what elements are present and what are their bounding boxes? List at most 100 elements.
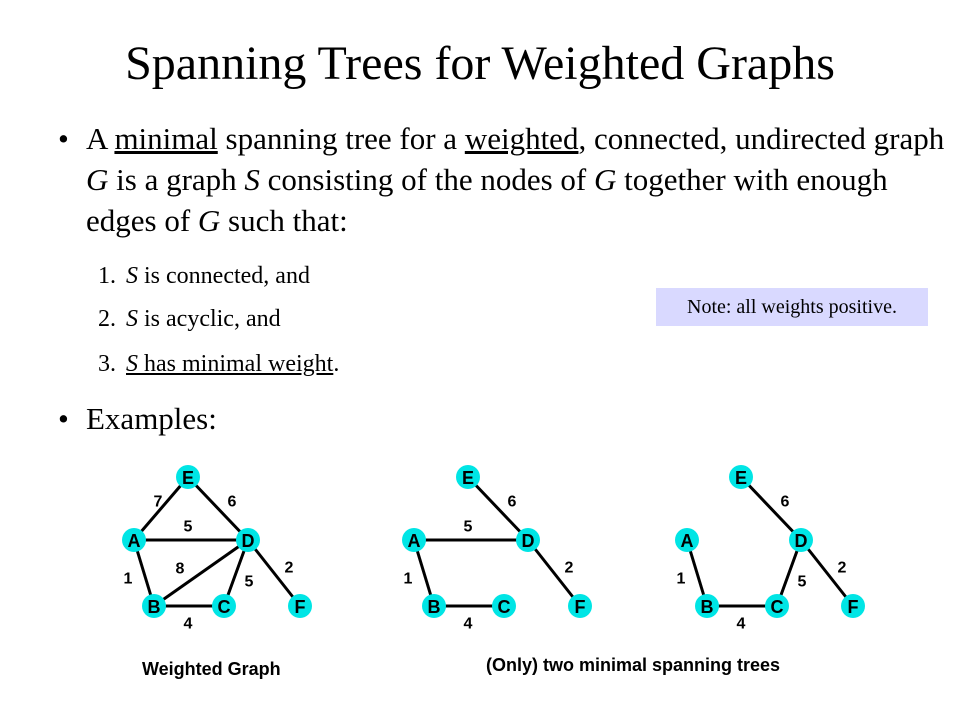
edge-d-f <box>526 539 582 607</box>
bullet-marker: • <box>58 401 69 436</box>
bullet-marker: • <box>58 121 69 156</box>
node-label: D <box>242 531 255 551</box>
node-label: E <box>462 468 474 488</box>
edge-e-d <box>466 475 530 542</box>
intro-bullet: • A minimal spanning tree for a weighted… <box>58 118 944 248</box>
term-minimal: minimal <box>114 121 218 156</box>
spanning-tree-1: 6 5 1 4 2 E A D B C F <box>402 465 592 633</box>
var-g: G <box>197 203 221 238</box>
node-d <box>789 528 813 552</box>
examples-label: Examples: <box>86 401 217 436</box>
edge-weight-label: 1 <box>404 571 413 588</box>
examples-bullet: • Examples: <box>58 398 458 442</box>
node-e <box>729 465 753 489</box>
node-label: B <box>428 597 441 617</box>
condition-text: is acyclic, and <box>138 306 281 332</box>
node-c <box>492 594 516 618</box>
node-a <box>122 528 146 552</box>
edge-weight-label: 2 <box>565 560 574 577</box>
node-f <box>841 594 865 618</box>
node-label: F <box>848 597 859 617</box>
edge-weight-label: 2 <box>285 560 294 577</box>
node-d <box>236 528 260 552</box>
node-label: F <box>575 597 586 617</box>
edge-d-f <box>246 539 302 607</box>
edge-weight-label: 5 <box>245 574 254 591</box>
edge-e-d <box>739 475 803 542</box>
node-f <box>568 594 592 618</box>
node-label: C <box>498 597 511 617</box>
intro-text-part: A <box>86 121 115 156</box>
condition-text: has minimal weight <box>138 351 334 377</box>
node-label: B <box>701 597 714 617</box>
condition-item: 1. S is connected, and <box>98 261 310 291</box>
intro-text-part: together with enough edges of <box>86 162 888 238</box>
intro-text-part: consisting of the nodes of <box>259 162 594 197</box>
intro-text-part: such that: <box>220 203 348 238</box>
condition-item: 3. S has minimal weight. <box>98 349 339 379</box>
var-s: S <box>126 351 138 377</box>
edge-weight-label: 8 <box>176 561 185 578</box>
node-c <box>212 594 236 618</box>
edge-weight-label: 2 <box>838 560 847 577</box>
condition-underlined: S has minimal weight <box>126 351 333 377</box>
edge-b-d <box>153 538 249 608</box>
node-label: F <box>295 597 306 617</box>
node-d <box>516 528 540 552</box>
node-b <box>142 594 166 618</box>
node-label: E <box>182 468 194 488</box>
term-weighted: weighted <box>464 121 579 156</box>
var-g: G <box>86 162 109 197</box>
edge-d-f <box>799 539 855 607</box>
condition-text: is connected, and <box>138 263 310 289</box>
node-label: B <box>148 597 161 617</box>
edge-weight-label: 4 <box>184 616 193 633</box>
slide-title: Spanning Trees for Weighted Graphs <box>125 37 835 90</box>
weighted-graph: 7 6 5 1 8 4 5 2 E A D B C F <box>122 465 312 633</box>
edge-weight-label: 6 <box>781 494 790 511</box>
edge-weight-label: 1 <box>677 571 686 588</box>
node-label: A <box>408 531 421 551</box>
node-f <box>288 594 312 618</box>
condition-end: . <box>333 351 340 377</box>
edge-weight-label: 6 <box>508 494 517 511</box>
edge-weight-label: 4 <box>737 616 746 633</box>
var-s: S <box>126 263 138 289</box>
var-s: S <box>126 306 138 332</box>
node-a <box>402 528 426 552</box>
node-label: E <box>735 468 747 488</box>
intro-text-part: spanning tree for a <box>217 121 465 156</box>
node-b <box>422 594 446 618</box>
condition-number: 3. <box>98 351 116 377</box>
edge-weight-label: 6 <box>228 494 237 511</box>
caption-spanning-trees: (Only) two minimal spanning trees <box>486 655 781 675</box>
var-g: G <box>594 162 617 197</box>
intro-text: A minimal spanning tree for a weighted, … <box>86 118 946 241</box>
node-c <box>765 594 789 618</box>
node-a <box>675 528 699 552</box>
node-label: A <box>128 531 141 551</box>
var-s: S <box>244 162 260 197</box>
edge-weight-label: 5 <box>464 519 473 536</box>
node-label: D <box>795 531 808 551</box>
node-label: C <box>771 597 784 617</box>
edge-weight-label: 5 <box>798 574 807 591</box>
condition-number: 1. <box>98 263 116 289</box>
node-e <box>456 465 480 489</box>
caption-weighted-graph: Weighted Graph <box>142 659 281 679</box>
node-label: A <box>681 531 694 551</box>
condition-number: 2. <box>98 306 116 332</box>
node-label: C <box>218 597 231 617</box>
edge-e-d <box>186 475 250 542</box>
node-label: D <box>522 531 535 551</box>
edge-e-a <box>132 476 190 541</box>
condition-item: 2. S is acyclic, and <box>98 304 281 334</box>
intro-text-part: is a graph <box>108 162 245 197</box>
edge-weight-label: 4 <box>464 616 473 633</box>
edge-weight-label: 7 <box>154 494 163 511</box>
edge-weight-label: 5 <box>184 519 193 536</box>
spanning-tree-2: 6 1 4 5 2 E A D B C F <box>675 465 865 633</box>
edge-weight-label: 1 <box>124 571 133 588</box>
note-box: Note: all weights positive. <box>656 288 928 326</box>
